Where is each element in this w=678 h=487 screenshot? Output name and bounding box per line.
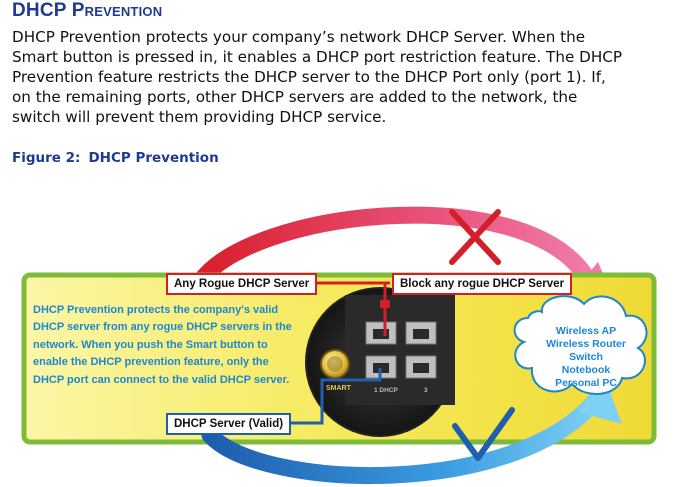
section-heading: DHCP Prevention — [12, 0, 163, 21]
intro-paragraph: DHCP Prevention protects your company’s … — [12, 27, 662, 127]
figure-caption: Figure 2: DHCP Prevention — [12, 150, 219, 166]
cloud-device-list: Wireless AP Wireless Router Switch Noteb… — [528, 325, 644, 390]
cloud-item: Wireless Router — [546, 338, 626, 350]
description-line: DHCP port can connect to the valid DHCP … — [33, 373, 290, 386]
description-line: DHCP Prevention protects the company's v… — [33, 304, 279, 316]
rogue-server-label: Any Rogue DHCP Server — [166, 273, 318, 295]
description-line: enable the DHCP prevention feature, only… — [33, 356, 269, 369]
cloud-item: Switch — [569, 351, 603, 363]
description-line: DHCP server from any rogue DHCP servers … — [33, 321, 292, 334]
panel-description: DHCP Prevention protects the company's v… — [33, 302, 318, 389]
port3-label: 3 — [424, 387, 428, 394]
block-x-icon — [449, 209, 501, 265]
smart-button-label: SMART — [326, 385, 351, 392]
paragraph-line: switch will prevent them providing DHCP … — [12, 108, 387, 126]
cloud-item: Personal PC — [555, 377, 617, 389]
description-line: network. When you push the Smart button … — [33, 338, 268, 351]
valid-connection-line — [280, 368, 382, 425]
valid-arc — [201, 386, 609, 485]
valid-arrowhead — [578, 378, 622, 424]
paragraph-line: Smart button is pressed in, it enables a… — [12, 48, 622, 66]
valid-server-label: DHCP Server (Valid) — [166, 413, 292, 435]
allow-check-icon — [452, 407, 515, 461]
block-rogue-label: Block any rogue DHCP Server — [392, 273, 573, 295]
rogue-arc — [191, 206, 594, 291]
cloud-item: Notebook — [561, 364, 611, 376]
paragraph-line: DHCP Prevention protects your company’s … — [12, 28, 586, 46]
paragraph-line: on the remaining ports, other DHCP serve… — [12, 88, 578, 106]
port1-label: 1 DHCP — [374, 387, 398, 394]
device-cloud — [513, 295, 648, 396]
paragraph-line: Prevention feature restricts the DHCP se… — [12, 68, 606, 86]
figure-label: Figure 2: — [12, 150, 81, 166]
cloud-item: Wireless AP — [555, 325, 617, 337]
figure-title: DHCP Prevention — [88, 150, 219, 166]
switch-body — [345, 295, 455, 405]
